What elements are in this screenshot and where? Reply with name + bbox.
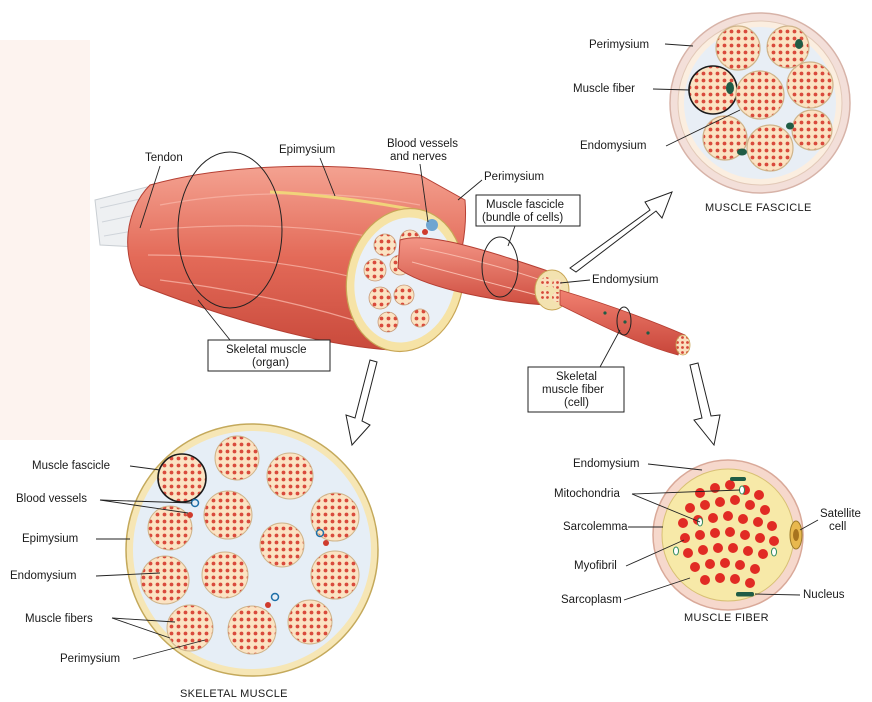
label-fiber-box-2: muscle fiber (542, 384, 604, 396)
label-fiber-sarcolemma: Sarcolemma (563, 521, 628, 533)
label-fascicle-box-2: (bundle of cells) (482, 212, 563, 224)
label-fascicle-endomysium: Endomysium (580, 140, 646, 152)
label-skeletal-endomysium: Endomysium (10, 570, 76, 582)
muscle-fiber-cross-section (653, 460, 803, 610)
label-skeletal-muscle-fascicle: Muscle fascicle (32, 460, 110, 472)
label-fiber-nucleus: Nucleus (803, 589, 845, 601)
arrow-to-fiber (690, 363, 720, 445)
background-tint (0, 40, 90, 440)
label-fiber-box-1: Skeletal (556, 371, 597, 383)
muscle-fascicle-cross-section (670, 13, 850, 193)
label-fascicle-perimysium: Perimysium (589, 39, 649, 51)
label-fiber-myofibril: Myofibril (574, 560, 617, 572)
label-endomysium-mid: Endomysium (592, 274, 658, 286)
label-tendon: Tendon (145, 152, 183, 164)
label-skeletal-blood-vessels: Blood vessels (16, 493, 87, 505)
label-skeletal-muscle-fibers: Muscle fibers (25, 613, 93, 625)
label-skeletal-perimysium: Perimysium (60, 653, 120, 665)
label-fiber-mitochondria: Mitochondria (554, 488, 620, 500)
label-blood-vessels-nerves-1: Blood vessels (387, 138, 458, 150)
label-fiber-satellite-1: Satellite (820, 508, 861, 520)
caption-skeletal-muscle: SKELETAL MUSCLE (180, 688, 288, 700)
label-fiber-box-3: (cell) (564, 397, 589, 409)
arrow-to-fascicle (570, 192, 672, 272)
arrow-to-skeletal (346, 360, 377, 445)
label-perimysium-top: Perimysium (484, 171, 544, 183)
label-skeletal-muscle-box-1: Skeletal muscle (226, 344, 307, 356)
caption-muscle-fascicle: MUSCLE FASCICLE (705, 202, 812, 214)
label-blood-vessels-nerves-2: and nerves (390, 151, 447, 163)
label-fiber-sarcoplasm: Sarcoplasm (561, 594, 622, 606)
label-skeletal-muscle-box-2: (organ) (252, 357, 289, 369)
caption-muscle-fiber: MUSCLE FIBER (684, 612, 769, 624)
label-epimysium: Epimysium (279, 144, 335, 156)
label-fascicle-muscle-fiber: Muscle fiber (573, 83, 635, 95)
label-fiber-satellite-2: cell (829, 521, 846, 533)
muscle-fiber-rod (560, 290, 690, 355)
label-fiber-endomysium: Endomysium (573, 458, 639, 470)
skeletal-muscle-cross-section (126, 424, 378, 676)
label-skeletal-epimysium: Epimysium (22, 533, 78, 545)
label-fascicle-box-1: Muscle fascicle (486, 199, 564, 211)
